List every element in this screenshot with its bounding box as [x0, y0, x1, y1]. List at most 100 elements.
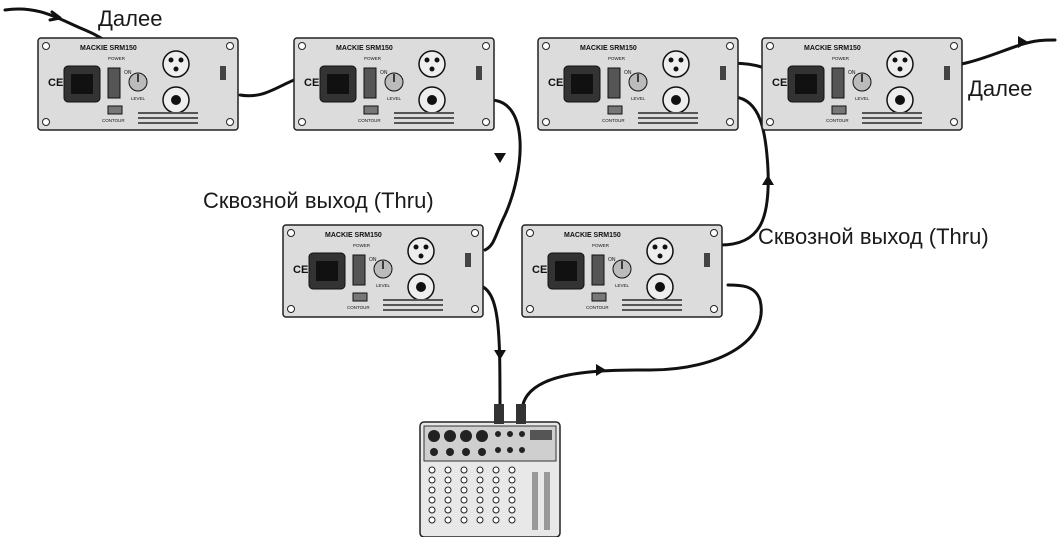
- xlr-connector-icon: [646, 237, 674, 265]
- on-label: ON: [848, 70, 856, 76]
- cable-arrow-icon: [494, 350, 506, 360]
- mixer-knob: [492, 466, 500, 474]
- contour-label: CONTOUR: [102, 118, 125, 123]
- ce-mark: CE: [548, 77, 563, 89]
- fine-print: [383, 304, 443, 306]
- mixer-knob: [460, 506, 468, 514]
- xlr-connector-icon: [407, 237, 435, 265]
- screw-icon: [298, 42, 306, 50]
- screw-icon: [42, 118, 50, 126]
- contour-label: CONTOUR: [358, 118, 381, 123]
- mixer-knob: [444, 506, 452, 514]
- side-connector: [720, 66, 726, 80]
- mixer-knob: [476, 486, 484, 494]
- side-connector: [476, 66, 482, 80]
- combo-jack-center: [416, 282, 426, 292]
- mixer-knob: [428, 466, 436, 474]
- ce-mark: CE: [532, 264, 547, 276]
- iec-power-socket-inner: [71, 74, 93, 94]
- power-label: POWER: [592, 243, 610, 248]
- mixer-knob: [460, 516, 468, 524]
- iec-power-socket-inner: [316, 261, 338, 281]
- brand-text: MACKIE SRM150: [564, 232, 621, 239]
- fine-print: [383, 309, 443, 311]
- xlr-pin: [652, 244, 658, 250]
- fine-print: [622, 304, 682, 306]
- contour-switch: [107, 105, 123, 115]
- fine-print: [622, 299, 682, 301]
- power-switch: [591, 254, 605, 286]
- xlr-pin: [168, 57, 174, 63]
- xlr-pin: [902, 57, 908, 63]
- side-connector: [704, 253, 710, 267]
- ce-mark: CE: [48, 77, 63, 89]
- ce-mark: CE: [293, 264, 308, 276]
- mixer-knob: [444, 496, 452, 504]
- screw-icon: [542, 118, 550, 126]
- cable-arrow-icon: [494, 153, 506, 163]
- amplifier-units: MACKIE SRM150CEONPOWERLEVELCONTOURMACKIE…: [37, 37, 963, 318]
- xlr-pin: [678, 57, 684, 63]
- mixer-knob: [428, 476, 436, 484]
- contour-label: CONTOUR: [586, 305, 609, 310]
- xlr-pin: [892, 57, 898, 63]
- xlr-connector-icon: [162, 50, 190, 78]
- mixer-knob: [492, 506, 500, 514]
- screw-icon: [726, 42, 734, 50]
- mixer-knob: [508, 496, 516, 504]
- cable-arrow-icon: [48, 10, 62, 22]
- power-label: POWER: [108, 56, 126, 61]
- brand-text: MACKIE SRM150: [80, 45, 137, 52]
- cable-arrow-icon: [1018, 36, 1028, 48]
- screw-icon: [526, 305, 534, 313]
- mixer-knob: [492, 496, 500, 504]
- on-label: ON: [380, 70, 388, 76]
- cable-rack2-mid1: [483, 98, 522, 252]
- iec-power-socket-inner: [571, 74, 593, 94]
- mixer-plug: [516, 404, 526, 424]
- power-switch: [607, 67, 621, 99]
- contour-switch: [363, 105, 379, 115]
- side-connector: [465, 253, 471, 267]
- label-thru-right: Сквозной выход (Thru): [758, 224, 989, 249]
- power-switch: [107, 67, 121, 99]
- fine-print: [394, 112, 454, 114]
- mixer-knob: [460, 466, 468, 474]
- iec-power-socket-inner: [327, 74, 349, 94]
- screw-icon: [287, 229, 295, 237]
- combo-jack-center: [171, 95, 181, 105]
- cable-arrow-icon: [596, 364, 606, 376]
- ce-mark: CE: [304, 77, 319, 89]
- mixer-fader-track: [544, 472, 550, 530]
- on-label: ON: [624, 70, 632, 76]
- mixer-knob: [460, 476, 468, 484]
- screw-icon: [226, 42, 234, 50]
- mixer-knob: [444, 516, 452, 524]
- xlr-pin: [668, 57, 674, 63]
- mixer-knob: [460, 496, 468, 504]
- mixer-knob: [428, 516, 436, 524]
- xlr-pin: [178, 57, 184, 63]
- power-switch: [352, 254, 366, 286]
- screw-icon: [950, 118, 958, 126]
- xlr-pin: [173, 66, 179, 72]
- mixer-knob: [492, 516, 500, 524]
- screw-icon: [526, 229, 534, 237]
- mixer-knob: [444, 466, 452, 474]
- screw-icon: [471, 305, 479, 313]
- side-connector: [220, 66, 226, 80]
- screw-icon: [287, 305, 295, 313]
- xlr-connector-icon: [662, 50, 690, 78]
- level-label: LEVEL: [387, 96, 402, 101]
- fine-print: [862, 117, 922, 119]
- power-label: POWER: [832, 56, 850, 61]
- contour-label: CONTOUR: [826, 118, 849, 123]
- fine-print: [138, 122, 198, 124]
- contour-switch: [352, 292, 368, 302]
- screw-icon: [766, 118, 774, 126]
